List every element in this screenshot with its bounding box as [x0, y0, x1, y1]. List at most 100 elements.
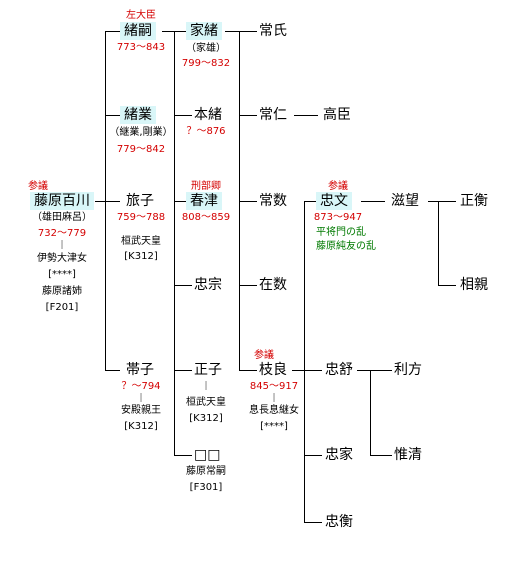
- person-name[interactable]: 忠衡: [325, 514, 353, 530]
- link-koresuga: [370, 455, 392, 456]
- bracket-gen4: [239, 31, 240, 370]
- person-years: 779～842: [116, 144, 166, 155]
- link-otsugu: [105, 31, 120, 32]
- person-years: 808～859: [181, 212, 231, 223]
- spouse-code: [K312]: [189, 413, 223, 424]
- person-title: 刑部卿: [191, 181, 221, 192]
- person-name[interactable]: 高臣: [323, 107, 351, 123]
- person-name[interactable]: 藤原百川: [30, 192, 94, 210]
- link-tadanobu: [304, 370, 322, 371]
- spouse-name: 伊勢大津女: [37, 253, 87, 264]
- link-edayoshi-sons: [292, 370, 304, 371]
- person-name[interactable]: 在数: [259, 277, 287, 293]
- person-years: 799～832: [181, 58, 231, 69]
- spouse-name: 安殿親王: [121, 405, 161, 416]
- link-tabiko: [105, 201, 120, 202]
- person-name[interactable]: 正衡: [460, 193, 488, 209]
- spouse-tick: |: [60, 240, 64, 250]
- link-tsunauji: [239, 31, 257, 32]
- link-tadamune: [174, 285, 192, 286]
- person-name[interactable]: 惟清: [394, 447, 422, 463]
- spouse-tick: |: [272, 393, 276, 403]
- person-name[interactable]: 春津: [186, 192, 222, 210]
- link-ogyo: [105, 115, 120, 116]
- person-title: 左大臣: [126, 10, 156, 21]
- person-alias: （継業,剛業）: [109, 127, 173, 138]
- person-name[interactable]: 忠宗: [194, 277, 222, 293]
- person-years: 845～917: [249, 381, 299, 392]
- spouse-tick: |: [204, 381, 208, 391]
- link-tadanobu-sons: [357, 370, 370, 371]
- person-years: ？～876: [186, 126, 226, 137]
- spouse-code: [K312]: [124, 251, 158, 262]
- link-shigemochi-sons: [428, 201, 438, 202]
- person-name[interactable]: 忠文: [316, 192, 352, 210]
- person-alias: （家雄）: [186, 43, 226, 54]
- bracket-gen9: [438, 201, 439, 285]
- spouse-code: [****]: [260, 421, 288, 432]
- link-obiko: [105, 370, 120, 371]
- spouse-code: [F301]: [189, 482, 223, 493]
- event-note: 平将門の乱: [316, 227, 366, 238]
- person-name[interactable]: 家緒: [186, 22, 222, 40]
- person-name[interactable]: 忠舒: [325, 362, 353, 378]
- bracket-gen2: [105, 31, 106, 370]
- link-masako: [174, 370, 192, 371]
- link-ieo-sons: [225, 31, 239, 32]
- bracket-gen8: [370, 370, 371, 455]
- link-tsunehito: [239, 115, 257, 116]
- person-title: 参議: [328, 181, 348, 192]
- link-toshikata: [370, 370, 392, 371]
- spouse-code: [F201]: [45, 302, 79, 313]
- person-name[interactable]: 緒嗣: [120, 22, 156, 40]
- spouse-code: [****]: [48, 269, 76, 280]
- spouse-name: 藤原諸姉: [42, 286, 82, 297]
- link-ieo: [174, 31, 186, 32]
- bracket-gen3: [174, 31, 175, 455]
- spouse-code: [K312]: [124, 421, 158, 432]
- spouse-tick: |: [139, 393, 143, 403]
- person-years: 873～947: [313, 212, 363, 223]
- link-sukechika: [438, 285, 456, 286]
- person-name[interactable]: □□: [194, 447, 221, 463]
- link-tsunekazu: [239, 201, 257, 202]
- person-name[interactable]: 忠家: [325, 447, 353, 463]
- person-name[interactable]: 帯子: [126, 362, 154, 378]
- link-shigemochi: [361, 201, 385, 202]
- person-name[interactable]: 常仁: [259, 107, 287, 123]
- link-motoo: [174, 115, 192, 116]
- link-unknown: [174, 455, 192, 456]
- bracket-gen6: [304, 201, 305, 522]
- link-otsugu-sons: [162, 31, 174, 32]
- person-name[interactable]: 相親: [460, 277, 488, 293]
- person-name[interactable]: 利方: [394, 362, 422, 378]
- spouse-name: 息長息継女: [249, 405, 299, 416]
- person-title: 参議: [28, 181, 48, 192]
- spouse-name: 桓武天皇: [186, 397, 226, 408]
- person-name[interactable]: 緒業: [120, 106, 156, 124]
- link-tadahira: [304, 522, 322, 523]
- person-years: 732～779: [37, 228, 87, 239]
- link-edayoshi: [239, 370, 257, 371]
- link-tadafumi: [304, 201, 316, 202]
- person-title: 参議: [254, 350, 274, 361]
- person-name[interactable]: 常氏: [259, 23, 287, 39]
- spouse-name: 藤原常嗣: [186, 466, 226, 477]
- event-note: 藤原純友の乱: [316, 241, 376, 252]
- person-name[interactable]: 正子: [194, 362, 222, 378]
- link-tadaie: [304, 455, 322, 456]
- person-name[interactable]: 枝良: [259, 362, 287, 378]
- link-harutsu: [174, 201, 186, 202]
- person-years: 759～788: [116, 212, 166, 223]
- person-name[interactable]: 旅子: [126, 193, 154, 209]
- spouse-name: 桓武天皇: [121, 236, 161, 247]
- link-momokawa: [95, 201, 105, 202]
- link-masahira: [438, 201, 456, 202]
- person-years: 773～843: [116, 42, 166, 53]
- person-name[interactable]: 常数: [259, 193, 287, 209]
- person-name[interactable]: 滋望: [391, 193, 419, 209]
- link-takaomi: [294, 115, 318, 116]
- person-years: ？～794: [121, 381, 161, 392]
- person-name[interactable]: 本緒: [194, 107, 222, 123]
- person-alias: （雄田麻呂）: [32, 212, 92, 223]
